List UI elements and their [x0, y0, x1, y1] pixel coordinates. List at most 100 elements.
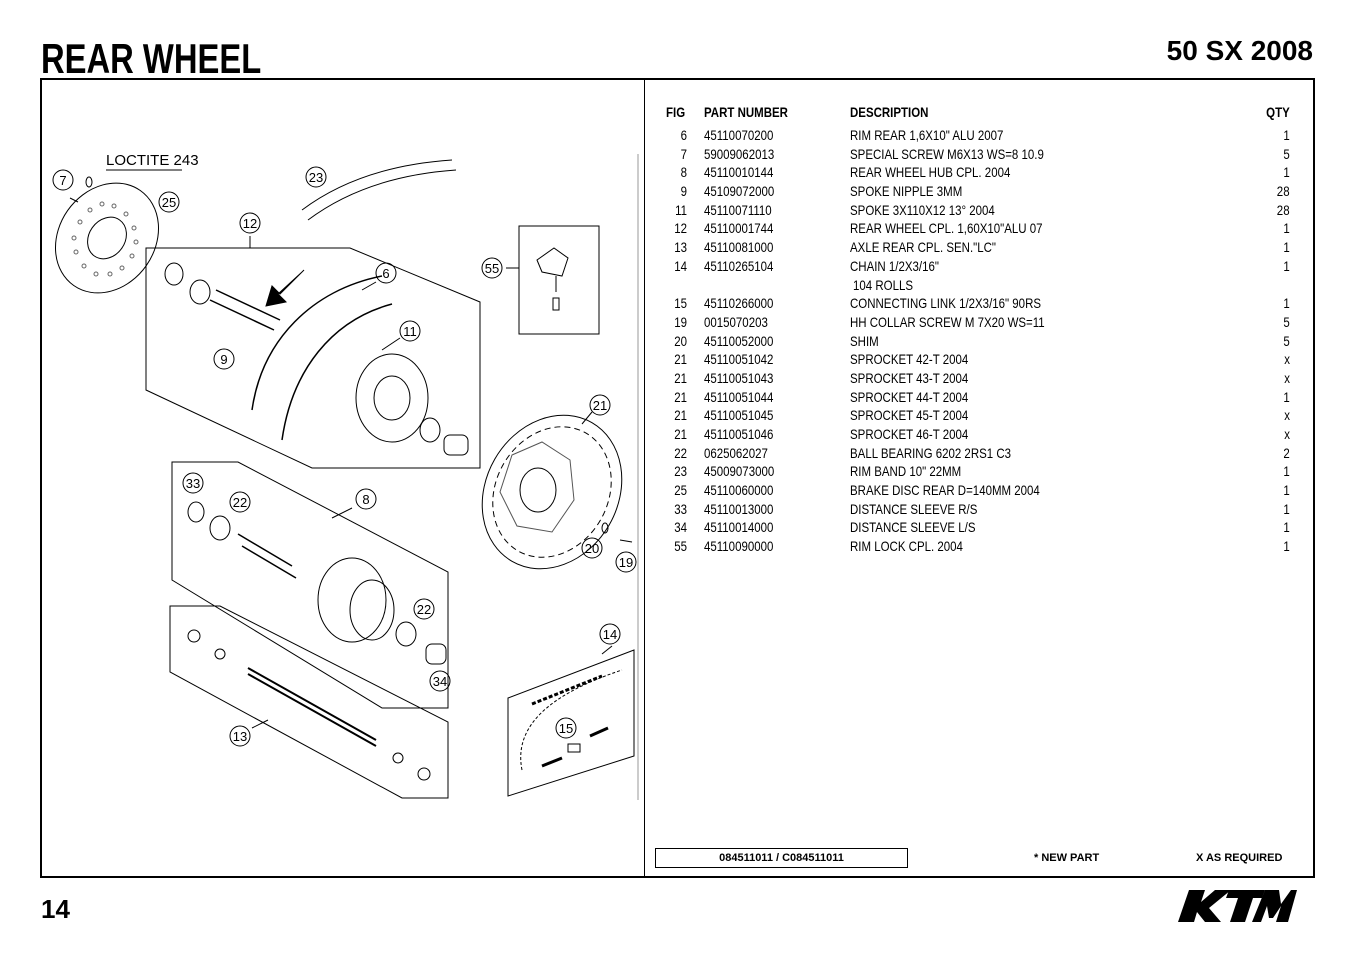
header-qty: QTY [1266, 104, 1290, 120]
qty-cell: 5 [1283, 145, 1290, 162]
fig-cell: 9 [680, 183, 687, 200]
callout-13: 13 [233, 729, 247, 744]
callout-34: 34 [433, 674, 447, 689]
fig-cell: 6 [680, 127, 687, 143]
qty-cell: 28 [1277, 201, 1290, 218]
model-title: 50 SX 2008 [1166, 35, 1313, 66]
callout-19: 19 [619, 555, 633, 570]
callout-12: 12 [243, 216, 257, 231]
qty-cell: 1 [1283, 482, 1290, 499]
fig-cell: 21 [674, 426, 687, 443]
description-cell: SPECIAL SCREW M6X13 WS=8 10.9 [850, 145, 1044, 162]
part-number-cell: 45110014000 [704, 519, 774, 536]
callout-25: 25 [162, 195, 176, 210]
qty-cell: 2 [1283, 444, 1290, 461]
qty-cell: x [1284, 369, 1290, 386]
fig-cell: 12 [674, 220, 687, 237]
part-number-cell: 45109072000 [704, 183, 775, 200]
description-cell: RIM LOCK CPL. 2004 [850, 538, 963, 555]
header-part-number: PART NUMBER [704, 104, 788, 120]
exploded-parts-diagram: LOCTITE 243 7 25 23 12 6 55 11 9 21 33 2… [52, 152, 639, 800]
fig-cell: 11 [675, 201, 687, 218]
callout-7: 7 [59, 173, 66, 188]
new-part-note: * NEW PART [1034, 852, 1100, 864]
qty-cell: 1 [1283, 239, 1290, 256]
part-number-cell: 45110081000 [704, 239, 774, 256]
fig-cell: 21 [674, 388, 687, 405]
header-description: DESCRIPTION [850, 104, 929, 120]
fig-cell: 34 [674, 519, 687, 536]
description-cell-line2: 104 ROLLS [853, 276, 914, 293]
description-cell: RIM BAND 10" 22MM [850, 463, 962, 480]
fig-cell: 7 [680, 145, 687, 162]
fig-cell: 33 [674, 500, 687, 517]
part-number-cell: 45110051043 [704, 369, 774, 386]
description-cell: HH COLLAR SCREW M 7X20 WS=11 [850, 313, 1045, 330]
part-number-cell: 0015070203 [704, 313, 768, 330]
page-title: REAR WHEEL [41, 35, 262, 82]
callout-11: 11 [403, 324, 417, 339]
fig-cell: 14 [674, 257, 687, 274]
part-number-cell: 45110071110 [704, 201, 772, 218]
callout-9: 9 [220, 352, 227, 367]
page-number: 14 [41, 894, 70, 924]
fig-cell: 21 [674, 407, 687, 424]
description-cell: CONNECTING LINK 1/2X3/16" 90RS [850, 295, 1042, 312]
callout-21: 21 [593, 398, 607, 413]
qty-cell: x [1284, 407, 1290, 424]
description-cell: BALL BEARING 6202 2RS1 C3 [850, 444, 1012, 461]
callout-33: 33 [186, 476, 200, 491]
loctite-label: LOCTITE 243 [106, 152, 199, 169]
description-cell: DISTANCE SLEEVE R/S [850, 500, 978, 517]
document-number-box: 084511011 / C084511011 [655, 848, 908, 868]
description-cell: SPOKE NIPPLE 3MM [850, 183, 963, 200]
table-row: 7 59009062013 SPECIAL SCREW M6X13 WS=8 10.… [660, 145, 1300, 164]
description-cell: SPROCKET 42-T 2004 [850, 351, 969, 368]
qty-cell: x [1284, 351, 1290, 368]
fig-cell: 8 [680, 164, 687, 181]
part-number-cell: 45110051044 [704, 388, 774, 405]
qty-cell: 1 [1283, 500, 1290, 517]
part-number-cell: 45110001744 [704, 220, 774, 237]
description-cell: REAR WHEEL HUB CPL. 2004 [850, 164, 1011, 181]
as-required-note: X AS REQUIRED [1196, 852, 1283, 864]
description-cell: RIM REAR 1,6X10" ALU 2007 [850, 127, 1004, 143]
qty-cell: 1 [1283, 388, 1290, 405]
fig-cell: 20 [674, 332, 687, 349]
part-number-cell: 45110010144 [704, 164, 774, 181]
part-number-cell: 45110070200 [704, 127, 774, 143]
fig-cell: 23 [674, 463, 687, 480]
description-cell: SPROCKET 43-T 2004 [850, 369, 969, 386]
part-number-cell: 45110090000 [704, 538, 774, 555]
qty-cell: x [1284, 426, 1290, 443]
part-number-cell: 45110051042 [704, 351, 774, 368]
part-number-cell: 59009062013 [704, 145, 775, 162]
ktm-logo-icon [1178, 890, 1297, 922]
content-frame [40, 78, 1315, 878]
description-cell: BRAKE DISC REAR D=140MM 2004 [850, 482, 1040, 499]
table-row: 21 45110051043 SPROCKET 43-T 2004 x [660, 369, 1300, 388]
sprocket-drawing [481, 414, 623, 570]
header-fig: FIG [666, 104, 686, 120]
callout-20: 20 [585, 541, 599, 556]
qty-cell: 1 [1283, 538, 1290, 555]
fig-cell: 21 [674, 369, 687, 386]
callout-14: 14 [603, 627, 617, 642]
part-number-cell: 45110265104 [704, 257, 774, 274]
qty-cell: 1 [1283, 127, 1290, 143]
callout-6: 6 [382, 266, 389, 281]
